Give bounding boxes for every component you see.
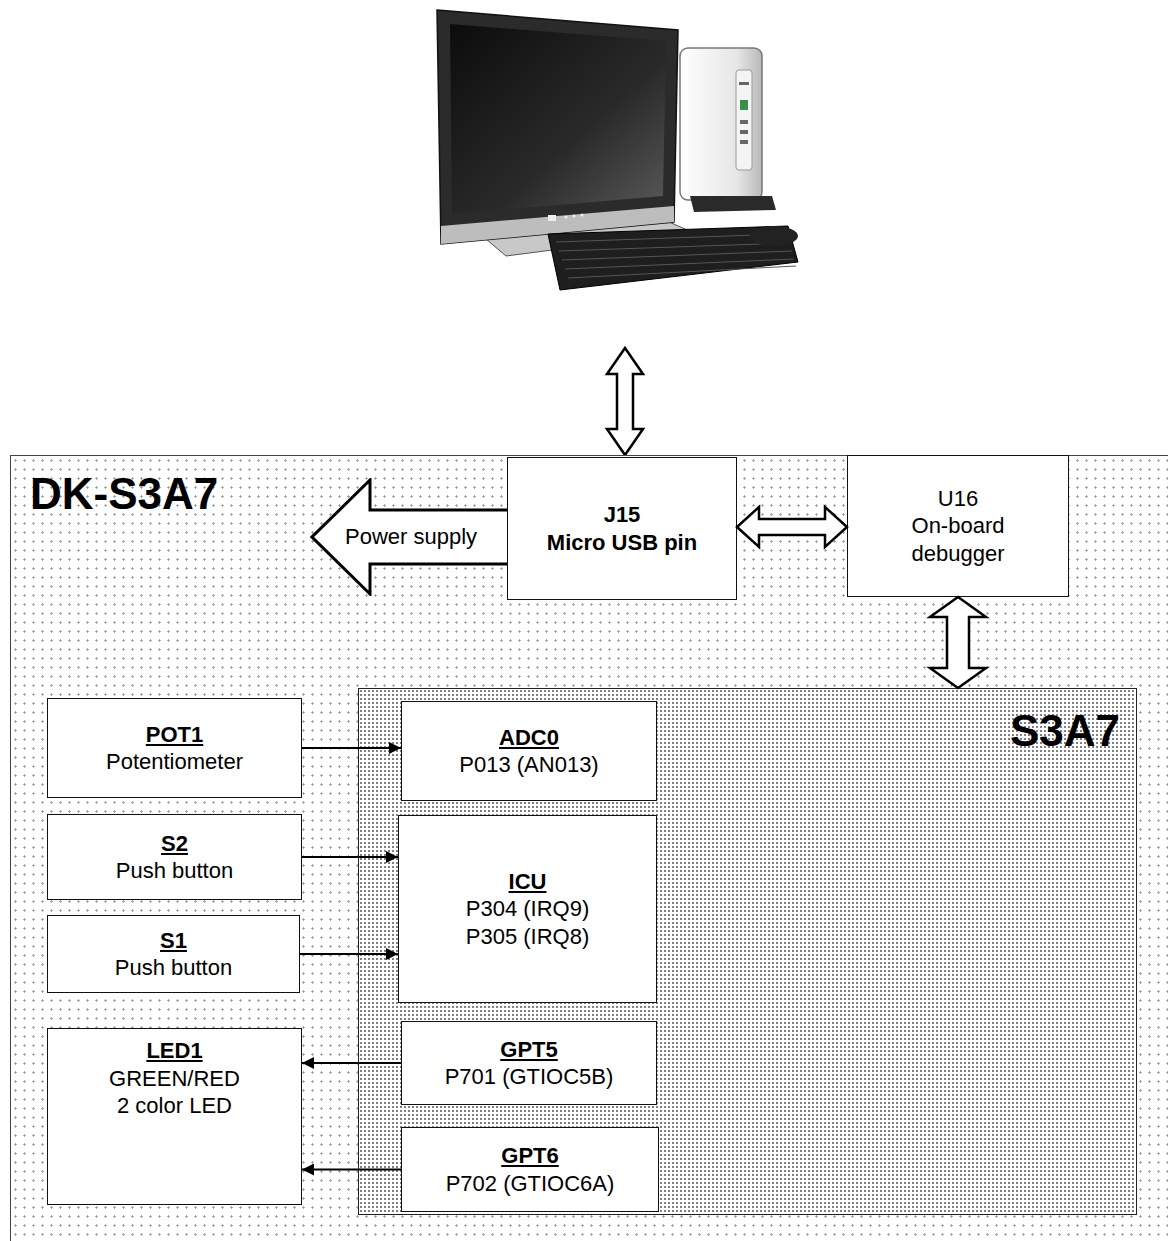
box-text: Push button (116, 857, 233, 885)
component-box: S1Push button (47, 915, 300, 993)
connector-box: J15Micro USB pin (507, 457, 737, 600)
signal-arrow (302, 747, 401, 749)
peripheral-box: GPT6P702 (GTIOC6A) (401, 1127, 659, 1212)
monitor-dot (581, 214, 584, 217)
monitor-dot (565, 216, 568, 219)
component-box: LED1GREEN/RED 2 color LED (47, 1028, 302, 1205)
usb-link-arrow (607, 348, 643, 455)
box-text: P702 (GTIOC6A) (446, 1170, 615, 1198)
box-heading: POT1 (146, 721, 203, 749)
signal-arrow (302, 856, 398, 858)
port-slot (740, 120, 748, 124)
box-text: GREEN/RED 2 color LED (105, 1065, 245, 1120)
box-heading: S2 (161, 830, 188, 858)
box-heading: GPT6 (501, 1142, 558, 1170)
tower-light (740, 100, 748, 110)
box-heading: U16 (938, 485, 978, 513)
box-heading: S1 (160, 927, 187, 955)
port-slot (740, 130, 748, 134)
computer-illustration (0, 0, 1168, 460)
mouse (750, 226, 798, 246)
signal-arrow (302, 1062, 401, 1064)
peripheral-box: GPT5P701 (GTIOC5B) (401, 1021, 657, 1105)
region-title: DK-S3A7 (30, 470, 218, 518)
peripheral-box: ICUP304 (IRQ9)P305 (IRQ8) (398, 815, 657, 1003)
region-title: S3A7 (1010, 707, 1120, 755)
box-text: On-board debugger (898, 512, 1018, 567)
box-heading: ADC0 (499, 724, 559, 752)
port-slot (740, 140, 748, 144)
bus-arrow (737, 507, 847, 547)
component-box: POT1Potentiometer (47, 698, 302, 798)
tower-base (690, 196, 776, 212)
debugger-box: U16On-board debugger (847, 455, 1069, 597)
power-arrow: Power supply (310, 478, 507, 596)
box-heading: GPT5 (500, 1036, 557, 1064)
monitor-screen (450, 24, 666, 214)
component-box: S2Push button (47, 814, 302, 900)
box-heading: Power supply (345, 523, 477, 551)
signal-arrow (302, 1169, 401, 1171)
box-text: Micro USB pin (547, 529, 697, 557)
box-text: P701 (GTIOC5B) (445, 1063, 614, 1091)
signal-arrow (300, 953, 398, 955)
box-heading: ICU (509, 868, 547, 896)
monitor-bezel (437, 10, 678, 244)
monitor-logo (548, 215, 556, 221)
board-region: DK-S3A7Power supply J15Micro USB pin U16On… (10, 455, 1168, 1241)
keyboard (548, 226, 798, 290)
power-arrow-shape (312, 480, 507, 594)
box-text: P304 (IRQ9) (466, 895, 590, 923)
tower-case (680, 48, 762, 200)
peripheral-box: ADC0P013 (AN013) (401, 701, 657, 801)
tower-panel (736, 70, 752, 170)
box-text: P305 (IRQ8) (466, 923, 590, 951)
monitor-dot (573, 215, 576, 218)
box-text: Potentiometer (106, 748, 243, 776)
mcu-region: S3A7 ADC0P013 (AN013) ICUP304 (IRQ9)P305 (… (358, 688, 1137, 1215)
bus-arrow (930, 597, 986, 688)
box-heading: J15 (604, 501, 641, 529)
box-text: P013 (AN013) (459, 751, 598, 779)
box-heading: LED1 (146, 1037, 202, 1065)
box-text: Push button (115, 954, 232, 982)
drive-slot (739, 82, 749, 85)
